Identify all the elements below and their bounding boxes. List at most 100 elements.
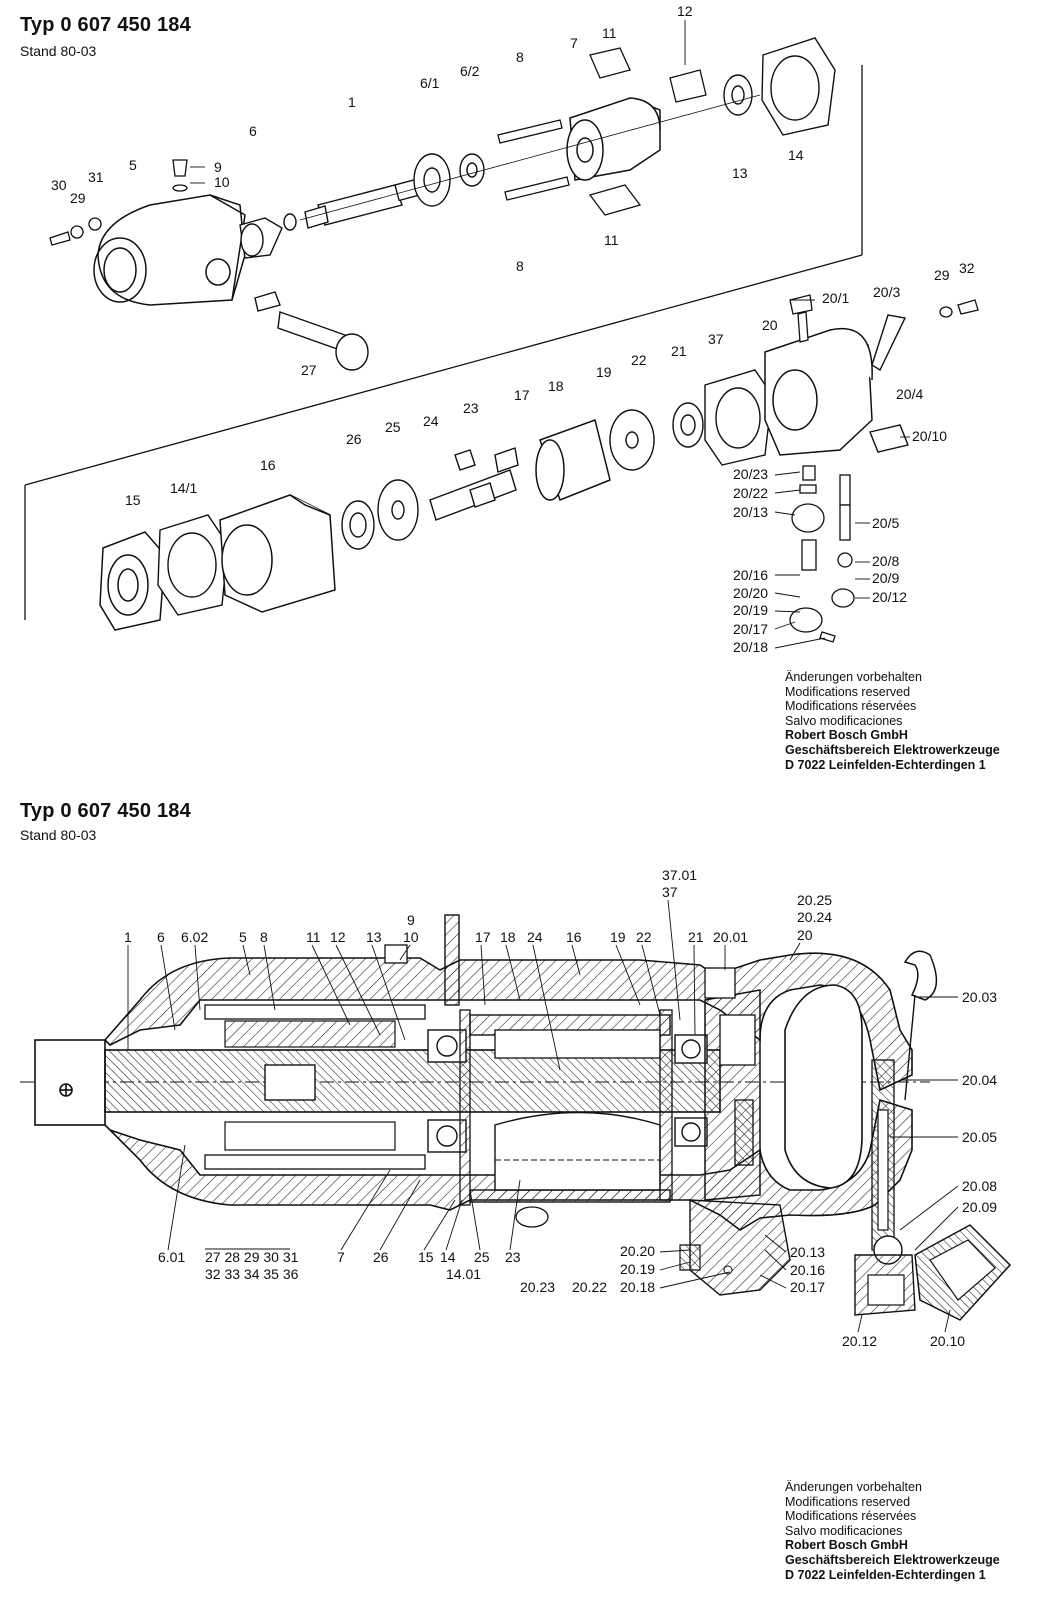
svg-text:24: 24 (423, 413, 439, 429)
svg-text:13: 13 (366, 929, 382, 945)
svg-text:27: 27 (301, 362, 317, 378)
svg-text:20.16: 20.16 (790, 1262, 825, 1278)
svg-text:8: 8 (260, 929, 268, 945)
svg-text:17: 17 (475, 929, 491, 945)
svg-text:5: 5 (239, 929, 247, 945)
svg-text:20/3: 20/3 (873, 284, 900, 300)
svg-text:20.12: 20.12 (842, 1333, 877, 1349)
svg-text:20.22: 20.22 (572, 1279, 607, 1295)
svg-text:20/17: 20/17 (733, 621, 768, 637)
company-division: Geschäftsbereich Elektrowerkzeuge (785, 1552, 1000, 1567)
svg-text:29: 29 (934, 267, 950, 283)
svg-text:20: 20 (762, 317, 778, 333)
svg-text:22: 22 (631, 352, 647, 368)
svg-text:20/20: 20/20 (733, 585, 768, 601)
modification-notice-1: Änderungen vorbehalten Modifications res… (785, 670, 1000, 772)
notice-line: Änderungen vorbehalten (785, 1480, 922, 1494)
svg-text:14.01: 14.01 (446, 1266, 481, 1282)
company-address: D 7022 Leinfelden-Echterdingen 1 (785, 757, 986, 772)
svg-text:20.17: 20.17 (790, 1279, 825, 1295)
svg-text:10: 10 (403, 929, 419, 945)
svg-text:1: 1 (348, 94, 356, 110)
modification-notice-2: Änderungen vorbehalten Modifications res… (785, 1480, 1000, 1582)
svg-text:7: 7 (337, 1249, 345, 1265)
svg-text:8: 8 (516, 258, 524, 274)
svg-text:20/8: 20/8 (872, 553, 899, 569)
svg-text:20.24: 20.24 (797, 909, 832, 925)
svg-text:9: 9 (214, 159, 222, 175)
svg-text:9: 9 (407, 912, 415, 928)
svg-text:20.04: 20.04 (962, 1072, 997, 1088)
company-name: Robert Bosch GmbH (785, 728, 908, 743)
svg-text:32 33 34 35 36: 32 33 34 35 36 (205, 1266, 299, 1282)
svg-text:32: 32 (959, 260, 975, 276)
svg-text:11: 11 (604, 232, 619, 248)
svg-text:15: 15 (418, 1249, 434, 1265)
svg-text:15: 15 (125, 492, 141, 508)
svg-text:26: 26 (346, 431, 362, 447)
notice-line: Modifications réservées (785, 699, 917, 714)
svg-text:20.25: 20.25 (797, 892, 832, 908)
svg-text:25: 25 (474, 1249, 490, 1265)
sheet2-stand: Stand 80-03 (20, 827, 97, 843)
svg-text:30: 30 (51, 177, 67, 193)
svg-text:20/19: 20/19 (733, 602, 768, 618)
svg-text:1: 1 (124, 929, 132, 945)
svg-text:20/10: 20/10 (912, 428, 947, 444)
svg-text:20.18: 20.18 (620, 1279, 655, 1295)
svg-text:20/23: 20/23 (733, 466, 768, 482)
svg-text:20.13: 20.13 (790, 1244, 825, 1260)
svg-text:21: 21 (688, 929, 704, 945)
notice-line: Modifications reserved (785, 684, 911, 699)
svg-text:23: 23 (463, 400, 479, 416)
company-address: D 7022 Leinfelden-Echterdingen 1 (785, 1567, 986, 1582)
svg-text:20: 20 (797, 927, 813, 943)
svg-text:13: 13 (732, 165, 748, 181)
svg-text:20.20: 20.20 (620, 1243, 655, 1259)
svg-text:20.23: 20.23 (520, 1279, 555, 1295)
svg-text:20.09: 20.09 (962, 1199, 997, 1215)
svg-text:20/16: 20/16 (733, 567, 768, 583)
svg-text:37.01: 37.01 (662, 867, 697, 883)
svg-text:20.05: 20.05 (962, 1129, 997, 1145)
svg-text:14/1: 14/1 (170, 480, 197, 496)
sheet1-stand: Stand 80-03 (20, 43, 97, 59)
svg-text:6/1: 6/1 (420, 75, 440, 91)
svg-text:20.01: 20.01 (713, 929, 748, 945)
svg-text:11: 11 (602, 25, 617, 41)
svg-text:6: 6 (157, 929, 165, 945)
svg-text:8: 8 (516, 49, 524, 65)
svg-text:6.01: 6.01 (158, 1249, 185, 1265)
svg-text:19: 19 (596, 364, 612, 380)
svg-text:18: 18 (548, 378, 564, 394)
svg-text:12: 12 (330, 929, 346, 945)
svg-text:14: 14 (440, 1249, 456, 1265)
svg-text:19: 19 (610, 929, 626, 945)
svg-text:27 28 29 30 31: 27 28 29 30 31 (205, 1249, 299, 1265)
svg-text:37: 37 (662, 884, 678, 900)
svg-text:20/12: 20/12 (872, 589, 907, 605)
company-name: Robert Bosch GmbH (785, 1538, 908, 1553)
svg-text:29: 29 (70, 190, 86, 206)
notice-line: Modifications reserved (785, 1494, 911, 1509)
svg-text:20.10: 20.10 (930, 1333, 965, 1349)
svg-text:20/9: 20/9 (872, 570, 899, 586)
svg-text:12: 12 (677, 3, 693, 19)
svg-text:22: 22 (636, 929, 652, 945)
svg-text:20/4: 20/4 (896, 386, 923, 402)
svg-text:6/2: 6/2 (460, 63, 480, 79)
notice-line: Salvo modificaciones (785, 713, 903, 728)
svg-text:31: 31 (88, 169, 104, 185)
housing-part (93, 194, 246, 306)
svg-text:20.19: 20.19 (620, 1261, 655, 1277)
svg-text:20/13: 20/13 (733, 504, 768, 520)
svg-text:18: 18 (500, 929, 516, 945)
svg-text:6: 6 (249, 123, 257, 139)
svg-text:11: 11 (306, 929, 321, 945)
svg-text:20/22: 20/22 (733, 485, 768, 501)
svg-text:20/5: 20/5 (872, 515, 899, 531)
svg-text:24: 24 (527, 929, 543, 945)
svg-text:20/18: 20/18 (733, 639, 768, 655)
notice-line: Änderungen vorbehalten (785, 670, 922, 684)
